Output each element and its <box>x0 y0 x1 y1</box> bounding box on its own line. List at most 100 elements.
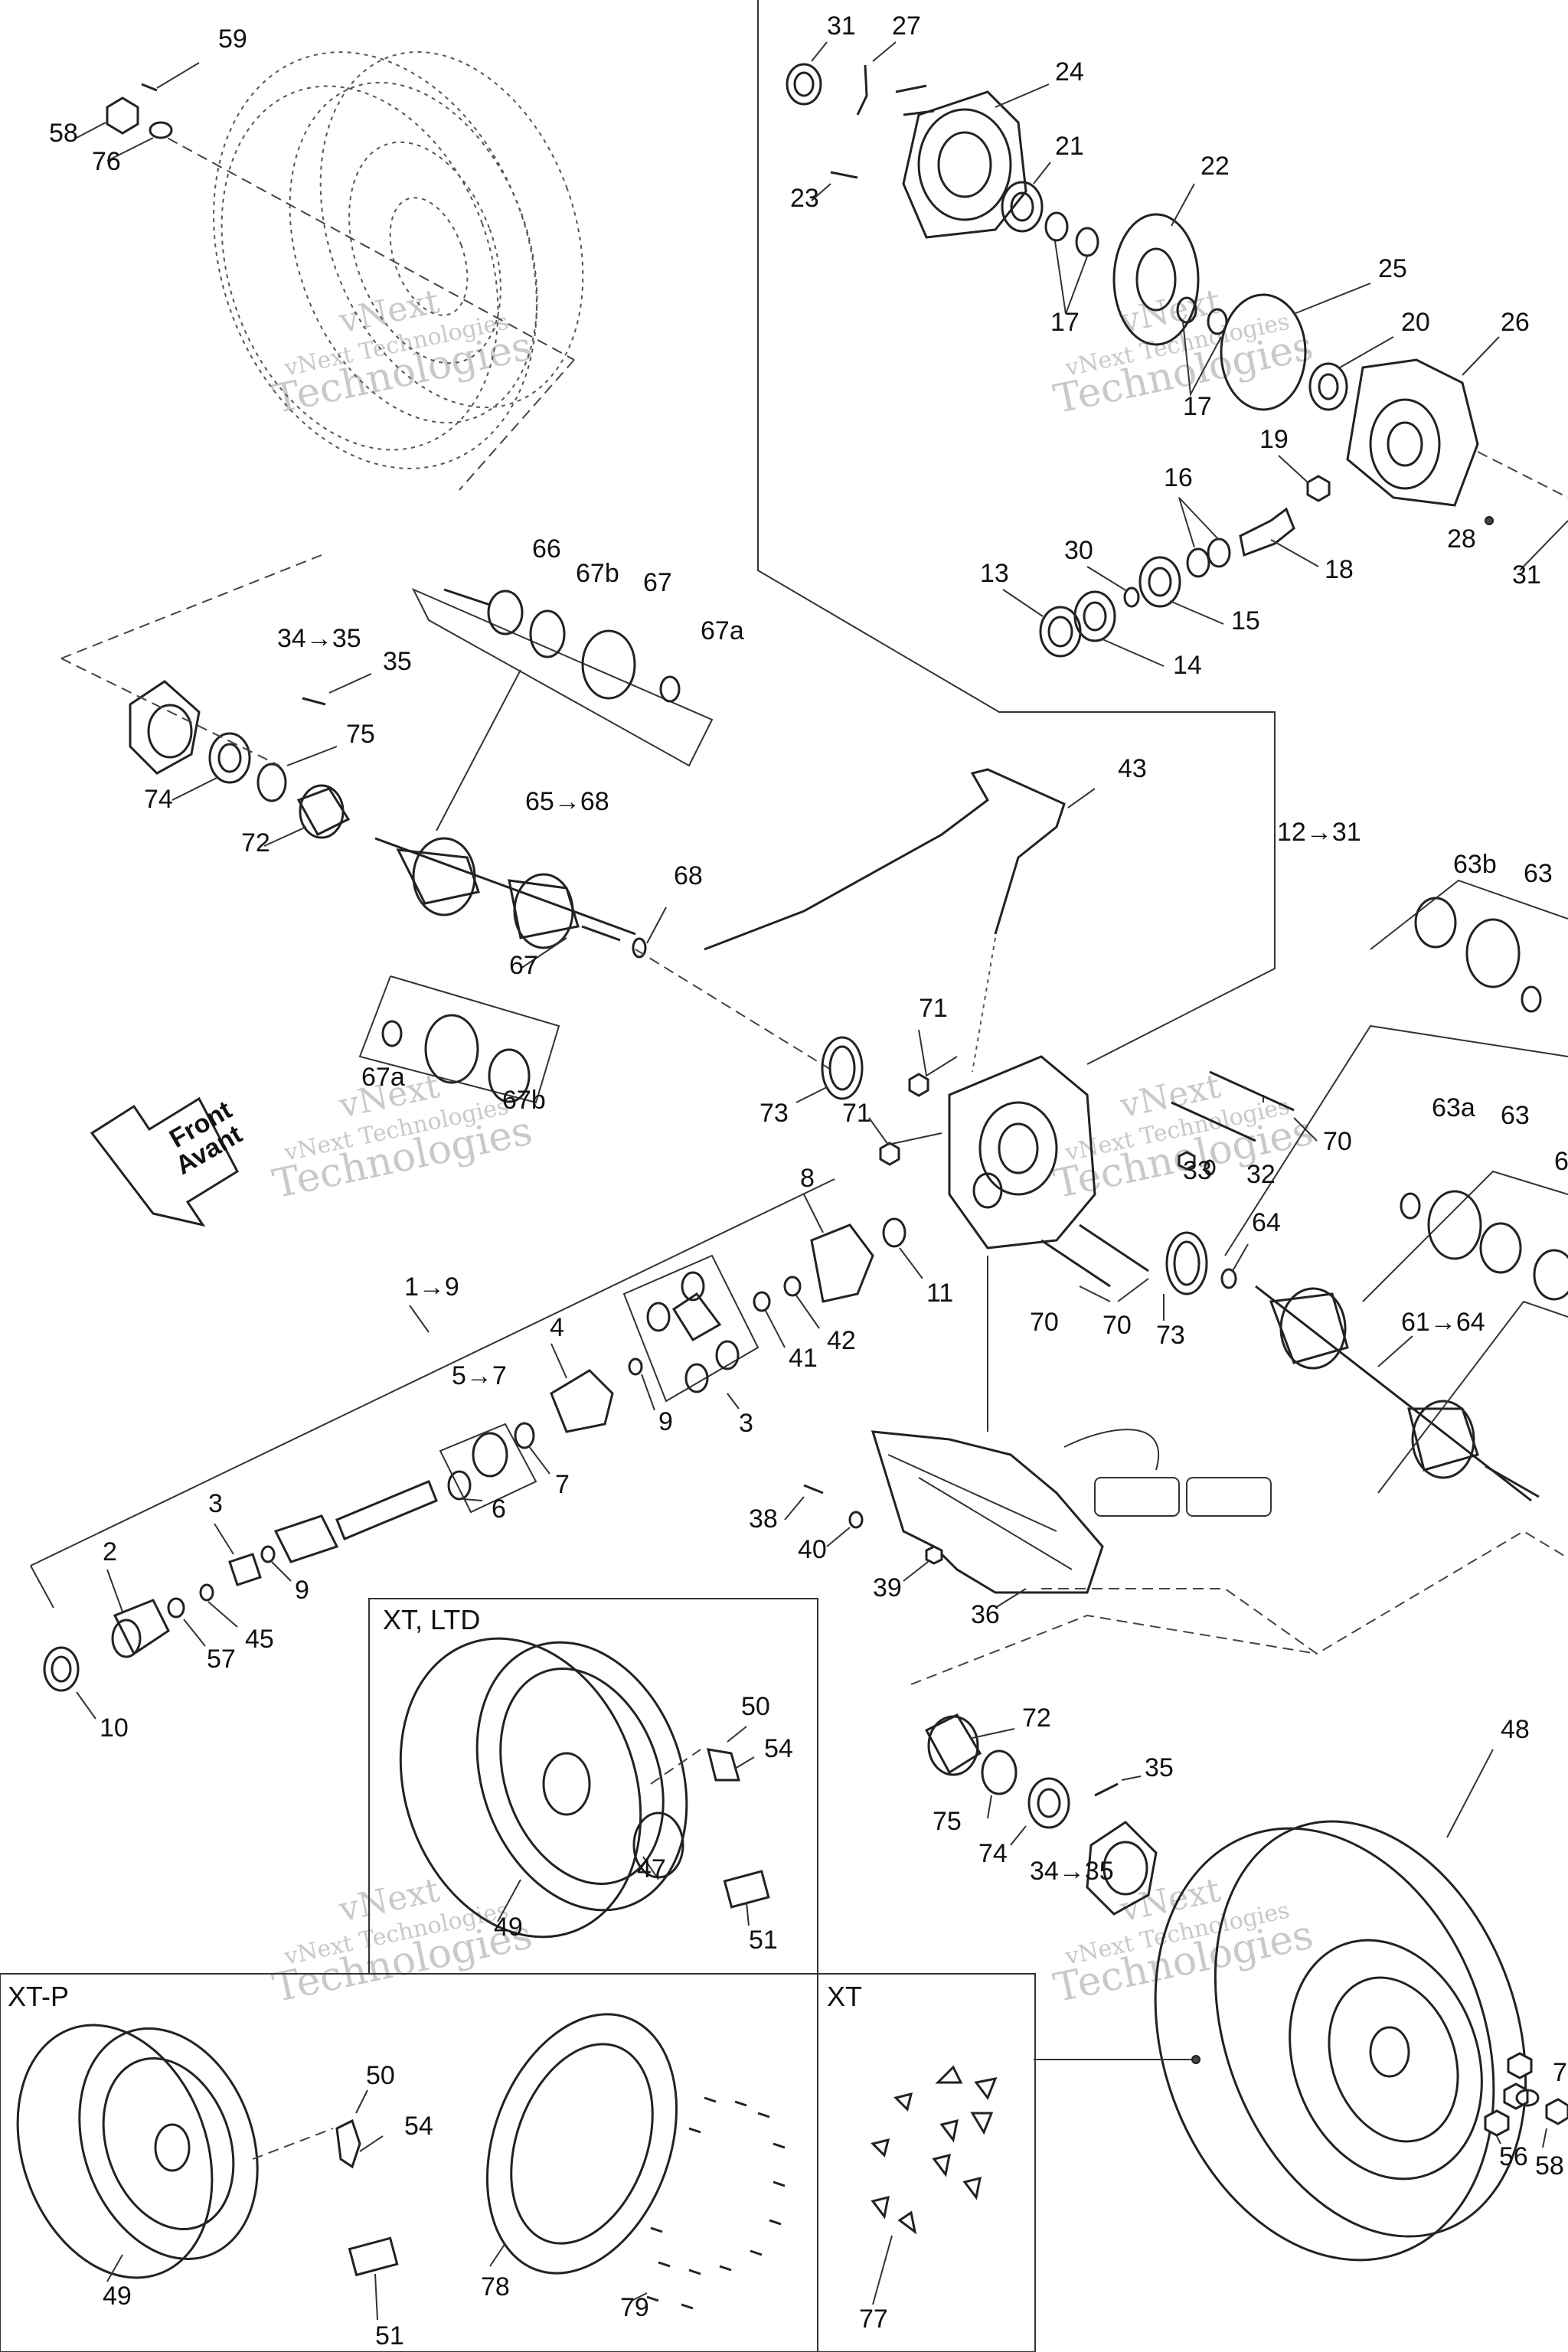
pinion-18 <box>1239 507 1295 557</box>
part-label: 51 <box>375 2321 404 2350</box>
part-label: 4 <box>550 1313 564 1342</box>
differential-housing-26 <box>1346 358 1479 507</box>
part-label: 63 <box>1501 1101 1530 1130</box>
part-label: 34→35 <box>277 624 361 653</box>
part-label: 70 <box>1030 1308 1059 1337</box>
part-label: 54 <box>404 2112 433 2141</box>
part-label: 31 <box>1512 560 1541 590</box>
left-drive-shaft <box>60 554 835 1104</box>
xt-p-box <box>0 1973 1036 2352</box>
part-label: 8 <box>800 1164 815 1193</box>
hub-34 <box>129 680 201 775</box>
part-label: 23 <box>790 184 819 213</box>
part-label: 38 <box>749 1504 778 1534</box>
part-label: 2 <box>103 1537 117 1566</box>
part-label: 36 <box>971 1600 1000 1629</box>
part-label: 47 <box>637 1854 666 1883</box>
part-label: 51 <box>749 1926 778 1955</box>
rear-gearbox-assembly <box>795 1029 1318 1432</box>
part-label: 73 <box>1156 1321 1185 1350</box>
part-label: 27 <box>892 11 921 41</box>
part-label: 20 <box>1401 308 1430 337</box>
differential-cover-24 <box>902 90 1027 239</box>
part-label: 67b <box>502 1086 546 1115</box>
clips-77 <box>871 2065 998 2305</box>
part-label: 70 <box>1323 1127 1352 1156</box>
part-label: 6 <box>492 1494 506 1524</box>
cotter-pin-59 <box>141 83 158 92</box>
part-label: 73 <box>760 1099 789 1128</box>
part-label: 58 <box>1535 2151 1564 2180</box>
breather-tube-43 <box>704 768 1096 1073</box>
part-label: 12→31 <box>1277 818 1361 847</box>
wheel-nut-group-top <box>76 62 200 162</box>
part-label: 74 <box>144 785 173 814</box>
part-label: 57 <box>207 1645 236 1674</box>
part-label: 11 <box>926 1279 953 1308</box>
part-label: 72 <box>1022 1704 1051 1733</box>
part-label: 68 <box>674 861 703 890</box>
part-label: 26 <box>1501 308 1530 337</box>
part-label: 30 <box>1064 536 1093 565</box>
part-label: 7 <box>555 1470 570 1499</box>
part-label: 39 <box>873 1573 902 1602</box>
part-label: 71 <box>919 994 948 1023</box>
part-label: 10 <box>100 1713 129 1743</box>
part-label: 32 <box>1246 1160 1276 1189</box>
part-label: 9 <box>658 1407 673 1436</box>
part-label: 17 <box>1183 392 1212 421</box>
part-label: 19 <box>1259 425 1289 454</box>
part-label: 42 <box>827 1326 856 1355</box>
part-label: 74 <box>978 1839 1008 1868</box>
part-label: 35 <box>383 647 412 676</box>
part-label: 24 <box>1055 57 1084 87</box>
part-label: 33 <box>1183 1156 1212 1185</box>
part-label: 58 <box>49 119 78 148</box>
part-label: 18 <box>1325 555 1354 584</box>
part-label: 75 <box>933 1807 962 1836</box>
beadlock-ring-78 <box>485 2013 786 2310</box>
part-label: 67 <box>643 568 672 597</box>
part-label: 77 <box>859 2305 888 2334</box>
part-label: 75 <box>346 720 375 749</box>
part-label: 65→68 <box>525 787 609 816</box>
part-label: 40 <box>798 1535 827 1564</box>
part-label: 3 <box>208 1489 223 1518</box>
part-label: 54 <box>764 1734 793 1763</box>
part-label: 21 <box>1055 132 1084 161</box>
part-label: 35 <box>1145 1753 1174 1782</box>
part-label: 67a <box>701 616 744 645</box>
part-label: 71 <box>842 1099 871 1128</box>
part-label: 61→64 <box>1401 1308 1485 1337</box>
part-label: 79 <box>620 2293 649 2322</box>
part-label: 72 <box>241 828 270 858</box>
part-label: 49 <box>103 2282 132 2311</box>
part-label: 70 <box>1102 1311 1132 1340</box>
variant-box-label: XT <box>827 1981 862 2012</box>
part-label: 50 <box>366 2061 395 2090</box>
part-label: 48 <box>1501 1715 1530 1744</box>
rear-wheel-right <box>910 1614 1568 2262</box>
part-label: 63b <box>1554 1147 1568 1176</box>
variant-box-label: XT, LTD <box>383 1604 480 1635</box>
part-label: 45 <box>245 1625 274 1654</box>
part-label: 78 <box>481 2272 510 2301</box>
part-label: 15 <box>1231 606 1260 635</box>
differential-exploded <box>786 41 1568 667</box>
part-label: 31 <box>827 11 856 41</box>
skid-plate-36 <box>784 1429 1272 1609</box>
part-label: 76 <box>92 147 121 176</box>
part-label: 49 <box>494 1913 523 1942</box>
part-label: 13 <box>980 559 1009 588</box>
nut-58 <box>106 96 139 135</box>
right-drive-shaft <box>1224 879 1568 1502</box>
part-label: 67b <box>576 559 619 588</box>
variant-box-label: XT-P <box>8 1981 69 2012</box>
part-label: 66 <box>532 534 561 564</box>
part-label: 3 <box>739 1409 753 1438</box>
